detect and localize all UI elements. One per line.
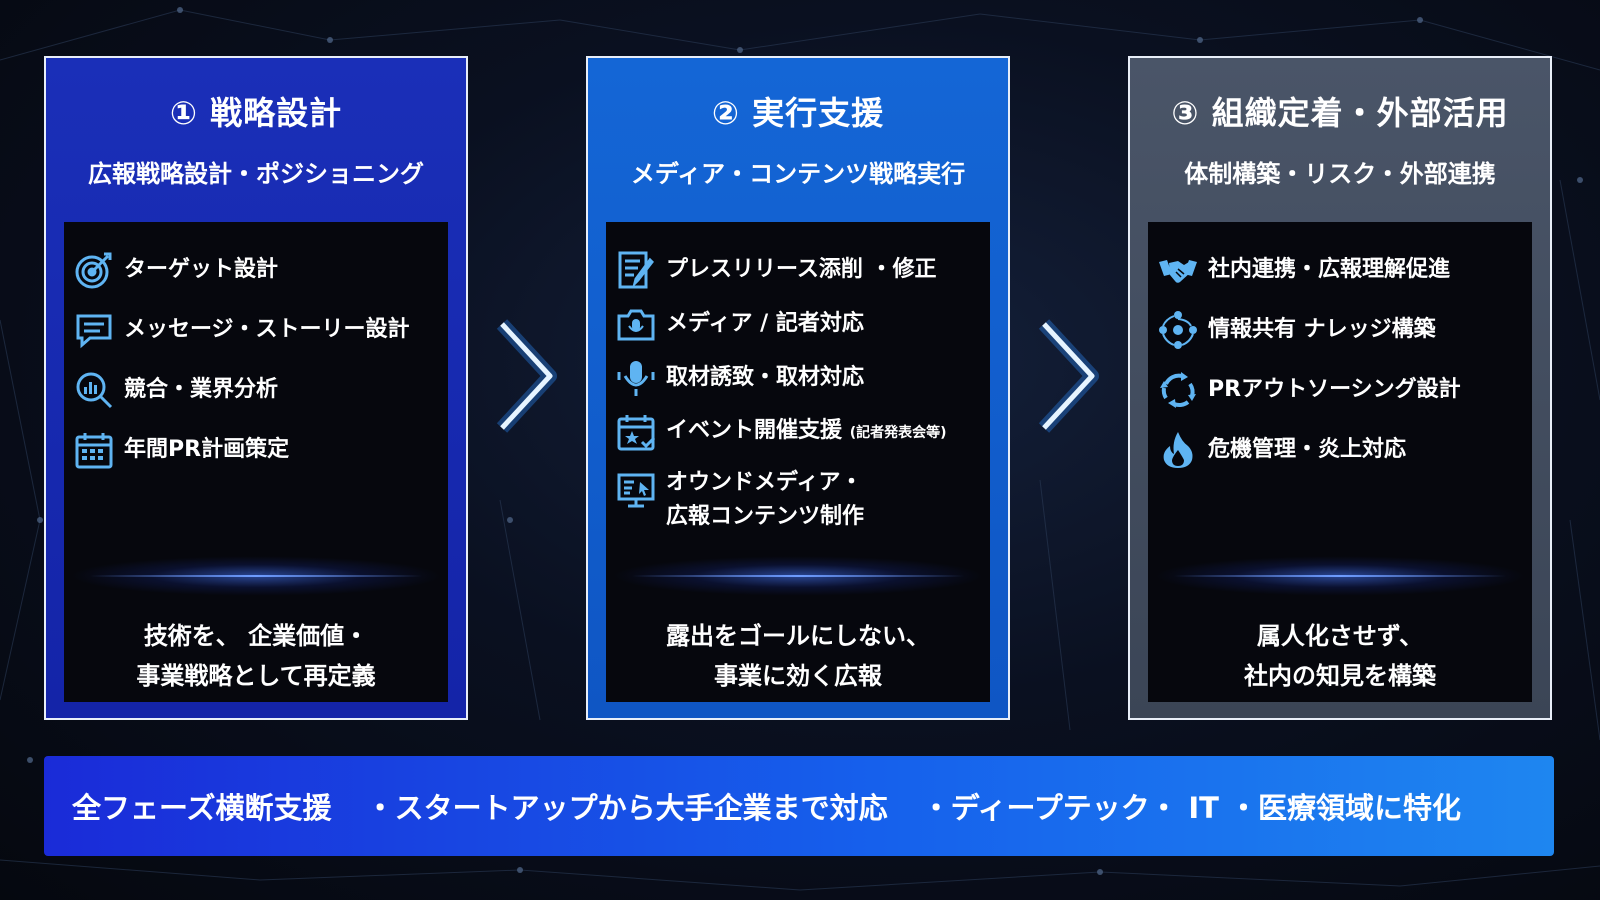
panel-subtitle: 体制構築・リスク・外部連携: [1184, 160, 1496, 188]
chevron-right-icon: [496, 319, 557, 433]
divider-glow: [70, 556, 442, 596]
item-label: 情報共有 ナレッジ構築: [1208, 317, 1436, 342]
chat-bubble-icon: [74, 310, 114, 350]
list-item: プレスリリース添削 ・修正: [616, 250, 986, 290]
panel-tagline: 技術を、 企業価値・ 事業戦略として再定義: [64, 616, 448, 696]
document-edit-icon: [616, 250, 656, 290]
camera-mic-icon: [616, 304, 656, 344]
bottom-banner: 全フェーズ横断支援 ・スタートアップから大手企業まで対応 ・ディープテック・ I…: [44, 756, 1554, 856]
list-item: メッセージ・ストーリー設計: [74, 310, 444, 350]
phase-panel-organization: ③ 組織定着・外部活用 体制構築・リスク・外部連携 社内連携・広報理解促進 情報…: [1128, 56, 1552, 720]
panel-content: 社内連携・広報理解促進 情報共有 ナレッジ構築 PRアウトソーシング設計 危機管…: [1148, 222, 1532, 702]
item-label: 競合・業界分析: [124, 377, 279, 402]
monitor-icon: [616, 470, 656, 510]
phase-panel-strategy: ① 戦略設計 広報戦略設計・ポジショニング ターゲット設計 メッセージ・ストーリ…: [44, 56, 468, 720]
list-item: オウンドメディア・ 広報コンテンツ制作: [616, 466, 986, 534]
calendar-star-icon: [616, 412, 656, 452]
panel-content: プレスリリース添削 ・修正 メディア / 記者対応 取材誘致・取材対応 イベント…: [606, 222, 990, 702]
tagline-line: 露出をゴールにしない、: [666, 622, 930, 650]
panel-subtitle: メディア・コンテンツ戦略実行: [630, 160, 966, 188]
banner-title: 全フェーズ横断支援: [72, 791, 332, 825]
list-item: ターゲット設計: [74, 250, 444, 290]
list-item: 年間PR計画策定: [74, 430, 444, 470]
list-item: メディア / 記者対応: [616, 304, 986, 344]
tagline-line: 事業戦略として再定義: [136, 662, 376, 690]
item-label: メッセージ・ストーリー設計: [124, 317, 410, 342]
tagline-line: 属人化させず、: [1256, 622, 1424, 650]
chevron-right-icon: [1038, 319, 1099, 433]
item-label: プレスリリース添削 ・修正: [666, 257, 937, 282]
target-icon: [74, 250, 114, 290]
item-label: PRアウトソーシング設計: [1208, 377, 1461, 402]
network-people-icon: [1158, 310, 1198, 350]
list-item: 取材誘致・取材対応: [616, 358, 986, 398]
item-label: メディア / 記者対応: [666, 311, 864, 336]
list-item: 情報共有 ナレッジ構築: [1158, 310, 1528, 350]
magnifier-chart-icon: [74, 370, 114, 410]
item-label: 社内連携・広報理解促進: [1208, 257, 1451, 282]
banner-point: ・スタートアップから大手企業まで対応: [365, 791, 888, 825]
divider-glow: [1154, 556, 1526, 596]
calendar-icon: [74, 430, 114, 470]
phase-panel-execution: ② 実行支援 メディア・コンテンツ戦略実行 プレスリリース添削 ・修正 メディア…: [586, 56, 1010, 720]
panel-title: ③ 組織定着・外部活用: [1171, 94, 1509, 132]
item-label: 年間PR計画策定: [124, 437, 290, 462]
flame-icon: [1158, 430, 1198, 470]
panel-subtitle: 広報戦略設計・ポジショニング: [88, 160, 424, 188]
panel-content: ターゲット設計 メッセージ・ストーリー設計 競合・業界分析 年間PR計画策定 技…: [64, 222, 448, 702]
banner-point: ・ディープテック・ IT ・医療領域に特化: [921, 791, 1461, 825]
item-label-note: (記者発表会等): [849, 425, 947, 441]
divider-glow: [612, 556, 984, 596]
panel-tagline: 属人化させず、 社内の知見を構築: [1148, 616, 1532, 696]
item-label-line: 広報コンテンツ制作: [666, 504, 865, 529]
list-item: 危機管理・炎上対応: [1158, 430, 1528, 470]
panel-title: ② 実行支援: [711, 94, 885, 132]
panel-title: ① 戦略設計: [169, 94, 343, 132]
tagline-line: 社内の知見を構築: [1244, 662, 1436, 690]
tagline-line: 事業に効く広報: [714, 662, 882, 690]
item-label: イベント開催支援 (記者発表会等): [666, 414, 946, 450]
handshake-icon: [1158, 250, 1198, 290]
item-label: ターゲット設計: [124, 257, 279, 282]
item-label: オウンドメディア・ 広報コンテンツ制作: [666, 466, 864, 534]
microphone-icon: [616, 358, 656, 398]
panel-tagline: 露出をゴールにしない、 事業に効く広報: [606, 616, 990, 696]
list-item: 社内連携・広報理解促進: [1158, 250, 1528, 290]
list-item: 競合・業界分析: [74, 370, 444, 410]
list-item: PRアウトソーシング設計: [1158, 370, 1528, 410]
list-item: イベント開催支援 (記者発表会等): [616, 412, 986, 452]
cycle-arrows-icon: [1158, 370, 1198, 410]
item-label: 取材誘致・取材対応: [666, 365, 865, 390]
tagline-line: 技術を、 企業価値・: [143, 622, 369, 650]
item-label-line: オウンドメディア・: [666, 470, 863, 495]
item-label: 危機管理・炎上対応: [1208, 437, 1407, 462]
item-label-main: イベント開催支援: [666, 418, 843, 443]
